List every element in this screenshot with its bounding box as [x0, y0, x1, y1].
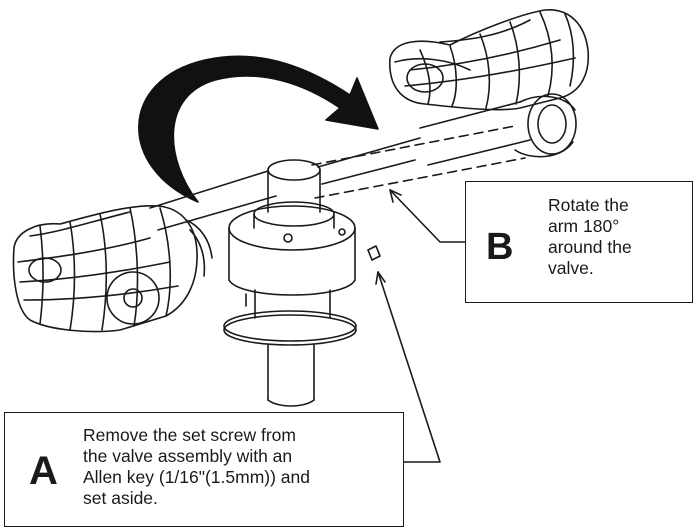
left-caster	[12, 204, 213, 333]
callout-b-text: Rotate the arm 180° around the valve.	[548, 195, 688, 279]
callout-a-letter: A	[29, 449, 58, 493]
leader-line-b	[389, 189, 466, 243]
callout-a: A Remove the set screw from the valve as…	[4, 412, 404, 527]
rotated-arm-end	[419, 93, 577, 166]
callout-a-text: Remove the set screw from the valve asse…	[83, 425, 399, 509]
dashed-rotation-guide	[311, 125, 526, 199]
callout-b-line: around the	[548, 237, 632, 257]
callout-b-letter: B	[486, 226, 514, 268]
callout-a-line: set aside.	[83, 488, 158, 508]
valve-assembly	[223, 159, 357, 407]
right-caster	[389, 9, 590, 111]
callout-b-line: Rotate the	[548, 195, 629, 215]
leader-line-a	[375, 271, 441, 463]
callout-a-line: Allen key (1/16"(1.5mm)) and	[83, 467, 310, 487]
callout-a-line: Remove the set screw from	[83, 425, 296, 445]
arm-bar	[149, 137, 421, 231]
callout-b-line: arm 180°	[548, 216, 620, 236]
callout-b-line: valve.	[548, 258, 594, 278]
set-screw	[367, 245, 381, 261]
callout-b: B Rotate the arm 180° around the valve.	[465, 181, 693, 303]
rotation-arrow	[138, 55, 379, 203]
callout-a-line: the valve assembly with an	[83, 446, 293, 466]
